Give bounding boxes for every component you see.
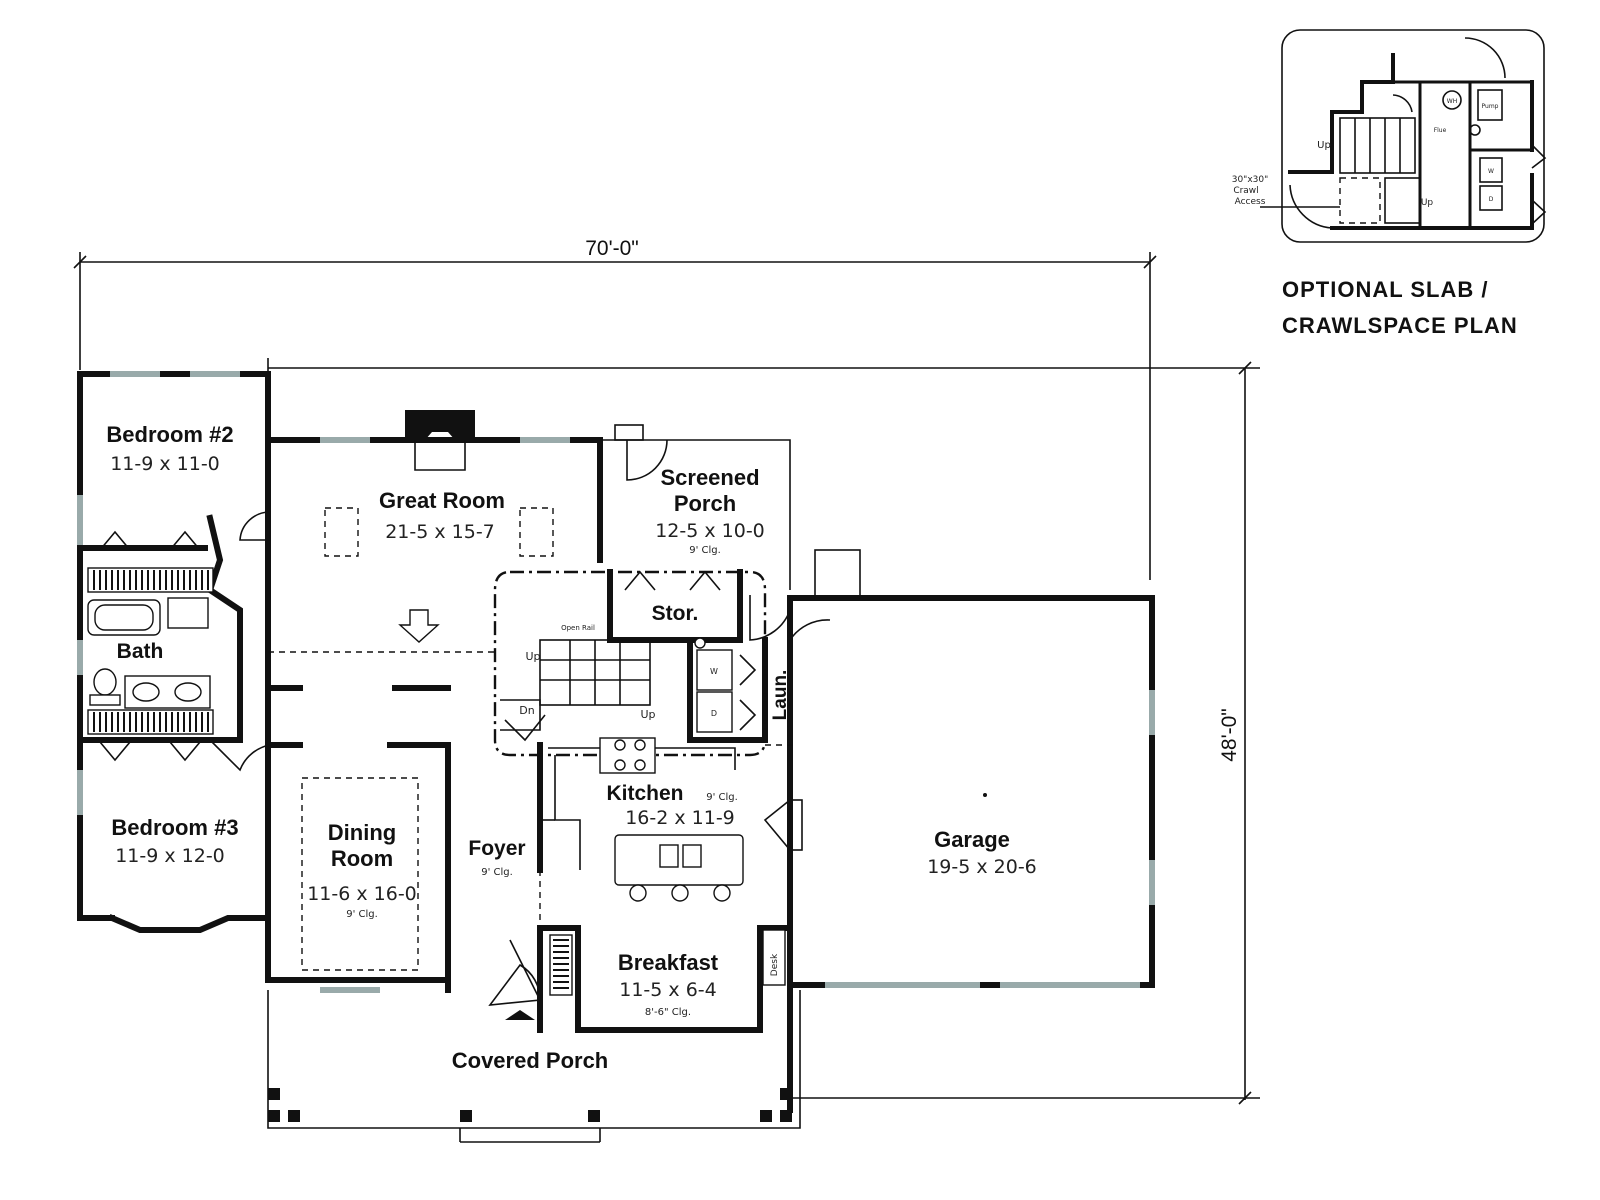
soffit-lines [268, 651, 795, 928]
bifold-doors [99, 530, 757, 762]
bedroom2-name: Bedroom #2 [106, 422, 233, 447]
desk-label: Desk [770, 953, 780, 976]
dining-room-name-2: Room [331, 846, 393, 871]
bedroom3-name: Bedroom #3 [111, 815, 238, 840]
screened-porch-name-1: Screened [660, 465, 759, 490]
crawl-access-line-2: Crawl [1233, 186, 1258, 196]
inset-dryer-label: D [1489, 196, 1494, 203]
stair-up-label-2: Up [640, 708, 655, 721]
open-rail-label: Open Rail [561, 624, 595, 632]
foyer-note: 9' Clg. [481, 867, 513, 878]
bath-fixtures [87, 597, 211, 709]
down-arrow-icon [398, 609, 440, 643]
inset-washer-label: W [1488, 168, 1494, 175]
bath-name: Bath [117, 640, 164, 663]
windows [77, 371, 1155, 993]
inset-up-label-2: Up [1421, 198, 1434, 208]
garage-center-mark [983, 793, 987, 797]
breakfast-note: 8'-6" Clg. [645, 1007, 691, 1018]
inset-pump-label: Pump [1482, 103, 1499, 110]
dining-room-name-1: Dining [328, 820, 396, 845]
dimension-lines [73, 252, 1260, 1105]
storage-name: Stor. [652, 602, 699, 625]
breakfast-size: 11-5 x 6-4 [619, 979, 716, 1001]
screened-porch-name-2: Porch [674, 491, 736, 516]
crawl-access-line-3: Access [1235, 197, 1266, 207]
kitchen-fixtures [540, 637, 786, 986]
room-labels: Bedroom #2 11-9 x 11-0 Great Room 21-5 x… [106, 422, 1036, 1073]
inset-up-label-1: Up [1317, 140, 1331, 151]
overall-width-label: 70'-0" [585, 237, 639, 260]
kitchen-name: Kitchen [606, 782, 683, 805]
overall-depth-label: 48'-0" [1218, 708, 1241, 762]
closet-hatching [93, 570, 569, 989]
great-room-size: 21-5 x 15-7 [385, 521, 495, 543]
washer-label: W [710, 667, 718, 676]
screened-porch-note: 9' Clg. [689, 545, 721, 556]
dining-room-size: 11-6 x 16-0 [307, 883, 417, 905]
bedroom2-size: 11-9 x 11-0 [110, 453, 220, 475]
stair-zone [493, 570, 767, 757]
garage-name: Garage [934, 827, 1010, 852]
closets [87, 567, 573, 996]
covered-porch-name: Covered Porch [452, 1048, 609, 1073]
inset-plan: Up Up WH Pump Flue W D 30"x30" Crawl Acc… [1232, 29, 1547, 243]
inset-title-line-1: OPTIONAL SLAB / [1282, 277, 1489, 302]
fireplace-icon [405, 410, 475, 471]
bedroom3-size: 11-9 x 12-0 [115, 845, 225, 867]
skylights [301, 507, 554, 971]
screened-porch-size: 12-5 x 10-0 [655, 520, 765, 542]
garage-size: 19-5 x 20-6 [927, 856, 1037, 878]
great-room-name: Great Room [379, 488, 505, 513]
inset-flue-label: Flue [1434, 127, 1447, 134]
porch-columns [268, 1088, 792, 1122]
walls [77, 371, 1155, 1143]
kitchen-note: 9' Clg. [706, 792, 738, 803]
kitchen-size: 16-2 x 11-9 [625, 807, 735, 829]
dryer-label: D [711, 709, 717, 718]
inset-wh-label: WH [1447, 98, 1457, 105]
laundry-name: Laun. [770, 670, 791, 721]
doors [209, 424, 861, 1020]
crawl-access-line-1: 30"x30" [1232, 175, 1269, 185]
stair-down-label: Dn [519, 704, 534, 717]
dining-room-note: 9' Clg. [346, 909, 378, 920]
inset-title-line-2: CRAWLSPACE PLAN [1282, 313, 1518, 338]
foyer-name: Foyer [468, 837, 525, 860]
stair-up-label: Up [525, 650, 540, 663]
breakfast-name: Breakfast [618, 950, 719, 975]
